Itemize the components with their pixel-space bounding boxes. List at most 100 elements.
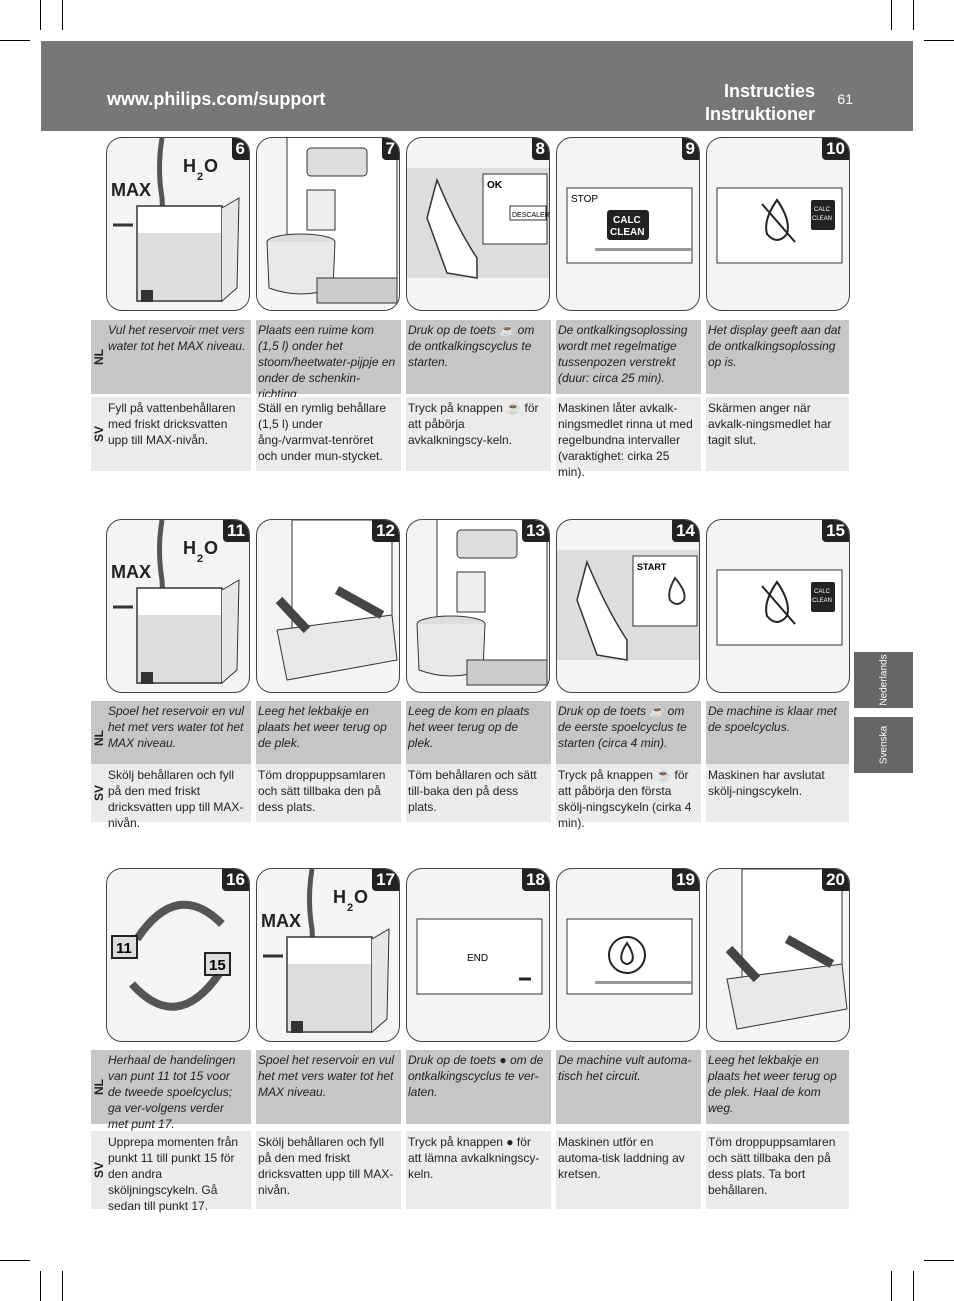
nl-instruction: Herhaal de handelingen van punt 11 tot 1…	[108, 1053, 236, 1131]
crop-mark	[891, 1271, 892, 1301]
step-12-panel: 12	[256, 519, 400, 693]
lang-label-sv: SV	[92, 784, 106, 802]
svg-text:CLEAN: CLEAN	[610, 227, 644, 238]
page-header: www.philips.com/support Instructies Inst…	[41, 41, 913, 131]
column-gutter	[251, 764, 256, 822]
end-illustration: END	[416, 918, 543, 995]
step-number: 18	[522, 869, 549, 891]
svg-text:CALC: CALC	[814, 589, 831, 595]
column-gutter	[551, 701, 556, 775]
column-gutter	[251, 701, 256, 775]
column-gutter	[251, 1050, 256, 1124]
nl-instruction: De machine vult automa-tisch het circuit…	[558, 1053, 692, 1083]
sv-instruction: Töm droppuppsamlaren och sätt tillbaka d…	[708, 1135, 836, 1197]
sv-instruction: Skölj behållaren och fyll på den med fri…	[258, 1135, 394, 1197]
step-15-panel: CALC CLEAN 15	[706, 519, 850, 693]
step-number: 13	[522, 520, 549, 542]
crop-mark	[913, 1271, 914, 1301]
step-19-panel: 19	[556, 868, 700, 1042]
svg-text:MAX: MAX	[261, 911, 301, 931]
step-number: 19	[672, 869, 699, 891]
sv-instruction: Maskinen utför en automa-tisk laddning a…	[558, 1135, 685, 1181]
svg-text:MAX: MAX	[111, 180, 151, 200]
sv-instruction: Töm droppuppsamlaren och sätt tillbaka d…	[258, 768, 386, 814]
column-gutter	[701, 1131, 706, 1209]
tray-illustration	[275, 520, 398, 681]
step-number: 14	[672, 520, 699, 542]
step-20-panel: 20	[706, 868, 850, 1042]
column-gutter	[251, 1131, 256, 1209]
sv-instruction: Maskinen låter avkalk-ningsmedlet rinna …	[558, 401, 693, 479]
svg-text:CLEAN: CLEAN	[812, 598, 832, 604]
machine-cup-illustration	[266, 138, 398, 304]
svg-text:OK: OK	[487, 180, 503, 191]
crop-mark	[924, 1260, 954, 1261]
column-gutter	[401, 701, 406, 775]
column-gutter	[401, 1050, 406, 1124]
column-gutter	[701, 320, 706, 394]
step-number: 15	[822, 520, 849, 542]
nl-instruction: Druk op de toets ☕ om de eerste spoelcyc…	[558, 704, 687, 750]
side-tab-nederlands[interactable]: Nederlands	[854, 652, 913, 708]
column-gutter	[701, 764, 706, 822]
sv-instruction: Tryck på knappen ☕ för att påbörja avkal…	[408, 401, 539, 447]
column-gutter	[551, 397, 556, 471]
sv-instruction: Ställ en rymlig behållare (1,5 l) under …	[258, 401, 387, 463]
start-illustration: START	[557, 550, 699, 661]
header-title-nl: Instructies	[723, 81, 815, 101]
svg-text:2: 2	[197, 553, 203, 565]
sv-instruction: Maskinen har avslutat skölj-ningscykeln.	[708, 768, 825, 798]
nl-instruction: Spoel het reservoir en vul het met vers …	[108, 704, 245, 750]
svg-text:CALC: CALC	[613, 215, 641, 226]
column-gutter	[551, 1050, 556, 1124]
sv-instruction: Tryck på knappen ● för att lämna avkalkn…	[408, 1135, 540, 1181]
svg-text:START: START	[637, 562, 667, 572]
crop-mark	[924, 40, 954, 41]
lang-label-nl: NL	[92, 349, 106, 365]
svg-text:CLEAN: CLEAN	[812, 216, 832, 222]
machine-cup-illustration	[416, 520, 548, 686]
svg-text:H: H	[333, 887, 346, 907]
lang-label-sv: SV	[92, 1161, 106, 1179]
crop-mark	[0, 40, 30, 41]
step-number: 11	[223, 520, 249, 542]
page-number: 61	[837, 91, 853, 107]
sv-instruction: Upprepa momenten från punkt 11 till punk…	[108, 1135, 239, 1213]
svg-text:O: O	[204, 538, 218, 558]
svg-text:DESCALER: DESCALER	[512, 212, 549, 219]
svg-text:O: O	[354, 887, 368, 907]
svg-text:H: H	[183, 538, 196, 558]
svg-text:END: END	[467, 953, 488, 964]
rinse-illustration	[566, 918, 693, 995]
crop-mark	[891, 0, 892, 30]
nl-instruction: Het display geeft aan dat de ontkalkings…	[708, 323, 841, 369]
nl-instruction: Leeg de kom en plaats het weer terug op …	[408, 704, 530, 750]
column-gutter	[401, 1131, 406, 1209]
column-gutter	[701, 1050, 706, 1124]
support-url[interactable]: www.philips.com/support	[107, 89, 326, 109]
crop-mark	[0, 1260, 30, 1261]
step-number: 20	[822, 869, 849, 891]
step-number: 12	[372, 520, 399, 542]
step-number: 6	[231, 138, 249, 160]
sv-instruction: Skölj behållaren och fyll på den med fri…	[108, 768, 244, 830]
column-gutter	[401, 397, 406, 471]
nl-instruction: Druk op de toets ☕ om de ontkalkingscycl…	[408, 323, 535, 369]
side-tab-svenska[interactable]: Svenska	[854, 717, 913, 773]
nl-instruction: Leeg het lekbakje en plaats het weer ter…	[708, 1053, 837, 1115]
column-gutter	[551, 320, 556, 394]
header-title-sv: Instruktioner	[704, 104, 815, 124]
svg-text:MAX: MAX	[111, 562, 151, 582]
